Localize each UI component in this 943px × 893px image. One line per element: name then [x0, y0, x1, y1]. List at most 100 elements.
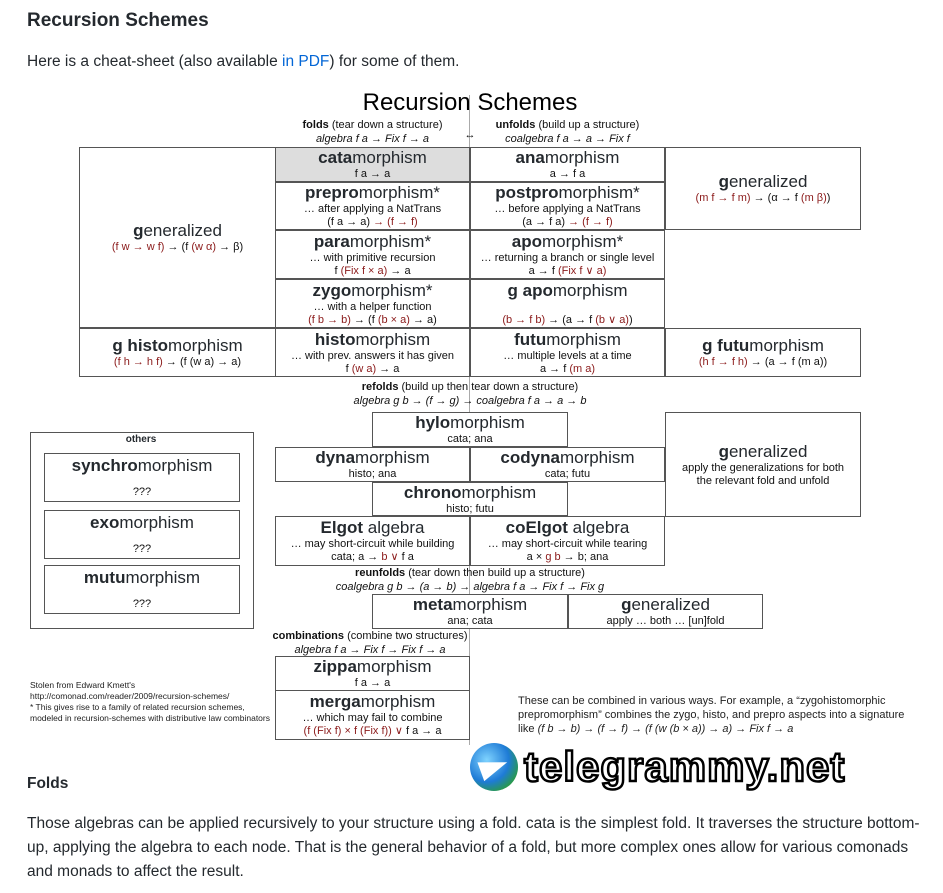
scheme-name: exomorphism [90, 513, 194, 532]
scheme-description: … with prev. answers it has given [290, 349, 455, 362]
scheme-signature: ??? [132, 543, 152, 555]
scheme-signature: apply … both … [un]fold [606, 615, 725, 627]
scheme-signature: (f (Fix f) × f (Fix f)) ∨ f a → a [303, 725, 442, 737]
pdf-link[interactable]: in PDF [282, 53, 330, 70]
others-title: others [125, 434, 157, 445]
scheme-name: g histomorphism [112, 336, 243, 355]
scheme-name: generalized [133, 221, 222, 240]
unfolds-label: unfolds (build up a structure)coalgebra … [495, 119, 640, 145]
scheme-name: anamorphism [515, 148, 620, 167]
scheme-name: metamorphism [412, 595, 528, 614]
scheme-description: … which may fail to combine [302, 712, 443, 724]
scheme-box-genunfold: generalized(m f → f m) → (α → f (m β)) [665, 147, 861, 230]
scheme-box-zygo: zygomorphism*… with a helper function(f … [275, 279, 470, 328]
scheme-description: … multiple levels at a time [503, 349, 632, 362]
scheme-name: generalized [718, 441, 808, 461]
scheme-signature: (f b → b) → (f (b × a) → a) [308, 313, 437, 326]
scheme-name: g apomorphism [507, 280, 628, 300]
scheme-box-mutu: mutumorphism??? [44, 565, 240, 614]
footnotes: Stolen from Edward Kmett's http://comona… [30, 680, 270, 724]
scheme-name: histomorphism [314, 329, 431, 349]
intro-post: ) for some of them. [329, 53, 460, 70]
page-title: Recursion Schemes [27, 10, 209, 31]
scheme-signature: (m f → f m) → (α → f (m β)) [695, 192, 831, 204]
scheme-description: apply the generalizations for both the r… [681, 461, 845, 487]
combination-note: These can be combined in various ways. F… [518, 695, 905, 735]
scheme-name: hylomorphism [415, 413, 525, 432]
intro-text: Here is a cheat-sheet (also available in… [27, 53, 459, 71]
scheme-name: prepromorphism* [304, 183, 441, 202]
scheme-name: generalized [718, 172, 808, 191]
scheme-name: chronomorphism [403, 482, 537, 502]
scheme-signature: cata; ana [447, 433, 493, 445]
scheme-description: … may short-circuit while building [290, 538, 455, 550]
scheme-name: synchromorphism [71, 456, 213, 475]
scheme-name: g futumorphism [702, 336, 824, 355]
scheme-signature: (a → f a) → (f → f) [522, 216, 613, 228]
scheme-signature: a × g b → b; ana [526, 551, 609, 563]
footnote-star: * This gives rise to a family of related… [30, 702, 270, 723]
refolds-label: refolds (build up then tear down a struc… [353, 381, 587, 407]
scheme-box-ghisto: g histomorphism(f h → h f) → (f (w a) → … [79, 328, 276, 377]
scheme-name: coElgot algebra [505, 518, 630, 537]
scheme-box-merga: mergamorphism… which may fail to combine… [275, 690, 470, 740]
scheme-signature: f (Fix f × a) → a [334, 264, 411, 277]
scheme-name: apomorphism* [511, 231, 624, 251]
scheme-signature: (f a → a) → (f → f) [327, 216, 418, 228]
scheme-box-elgot: Elgot algebra… may short-circuit while b… [275, 516, 470, 566]
scheme-description: … with primitive recursion [309, 251, 436, 264]
diagram-title: Recursion Schemes [362, 89, 578, 116]
watermark-text: telegrammy.net [523, 742, 846, 792]
watermark: telegrammy.net [470, 742, 846, 792]
scheme-name: dynamorphism [315, 448, 430, 467]
scheme-box-prepro: prepromorphism*… after applying a NatTra… [275, 182, 470, 230]
scheme-name: codynamorphism [500, 448, 635, 467]
scheme-signature: a → f (Fix f ∨ a) [528, 264, 607, 277]
scheme-description: … after applying a NatTrans [303, 203, 442, 215]
scheme-signature: a → f a [549, 168, 586, 180]
intro-pre: Here is a cheat-sheet (also available [27, 53, 283, 70]
scheme-signature: cata; futu [544, 468, 591, 480]
folds-label: folds (tear down a structure)algebra f a… [302, 119, 443, 145]
scheme-name: zygomorphism* [312, 280, 433, 300]
scheme-description: … may short-circuit while tearing [487, 538, 648, 550]
scheme-box-gfutu: g futumorphism(h f → f h) → (a → f (m a)… [665, 328, 861, 377]
scheme-box-genfold: generalized(f w → w f) → (f (w α) → β) [79, 147, 276, 328]
scheme-description: … with a helper function [313, 300, 432, 313]
scheme-box-coelgot: coElgot algebra… may short-circuit while… [470, 516, 665, 566]
footnote-source: Stolen from Edward Kmett's http://comona… [30, 680, 230, 701]
scheme-description: … before applying a NatTrans [494, 203, 641, 215]
scheme-signature: (f h → h f) → (f (w a) → a) [113, 356, 242, 368]
scheme-signature: ??? [132, 486, 152, 498]
scheme-signature: histo; futu [446, 502, 494, 515]
scheme-name: catamorphism [318, 148, 427, 167]
scheme-name: mutumorphism [83, 568, 201, 587]
scheme-signature: (b → f b) → (a → f (b ∨ a)) [502, 313, 633, 326]
dual-arrow: ↔ [464, 129, 476, 141]
folds-heading: Folds [27, 775, 69, 792]
scheme-signature: a → f (m a) [539, 362, 595, 375]
scheme-name: paramorphism* [313, 231, 432, 251]
scheme-name: postpromorphism* [495, 183, 640, 202]
scheme-signature: ana; cata [447, 615, 493, 627]
scheme-signature: (f w → w f) → (f (w α) → β) [111, 241, 244, 253]
scheme-box-postpro: postpromorphism*… before applying a NatT… [470, 182, 665, 230]
scheme-signature: cata; a → b ∨ f a [331, 551, 414, 563]
scheme-name: Elgot algebra [320, 518, 425, 537]
scheme-name: mergamorphism [309, 692, 436, 711]
scheme-signature: histo; ana [348, 468, 397, 480]
folds-paragraph: Those algebras can be applied recursivel… [27, 815, 920, 880]
scheme-name: futumorphism [514, 329, 621, 349]
